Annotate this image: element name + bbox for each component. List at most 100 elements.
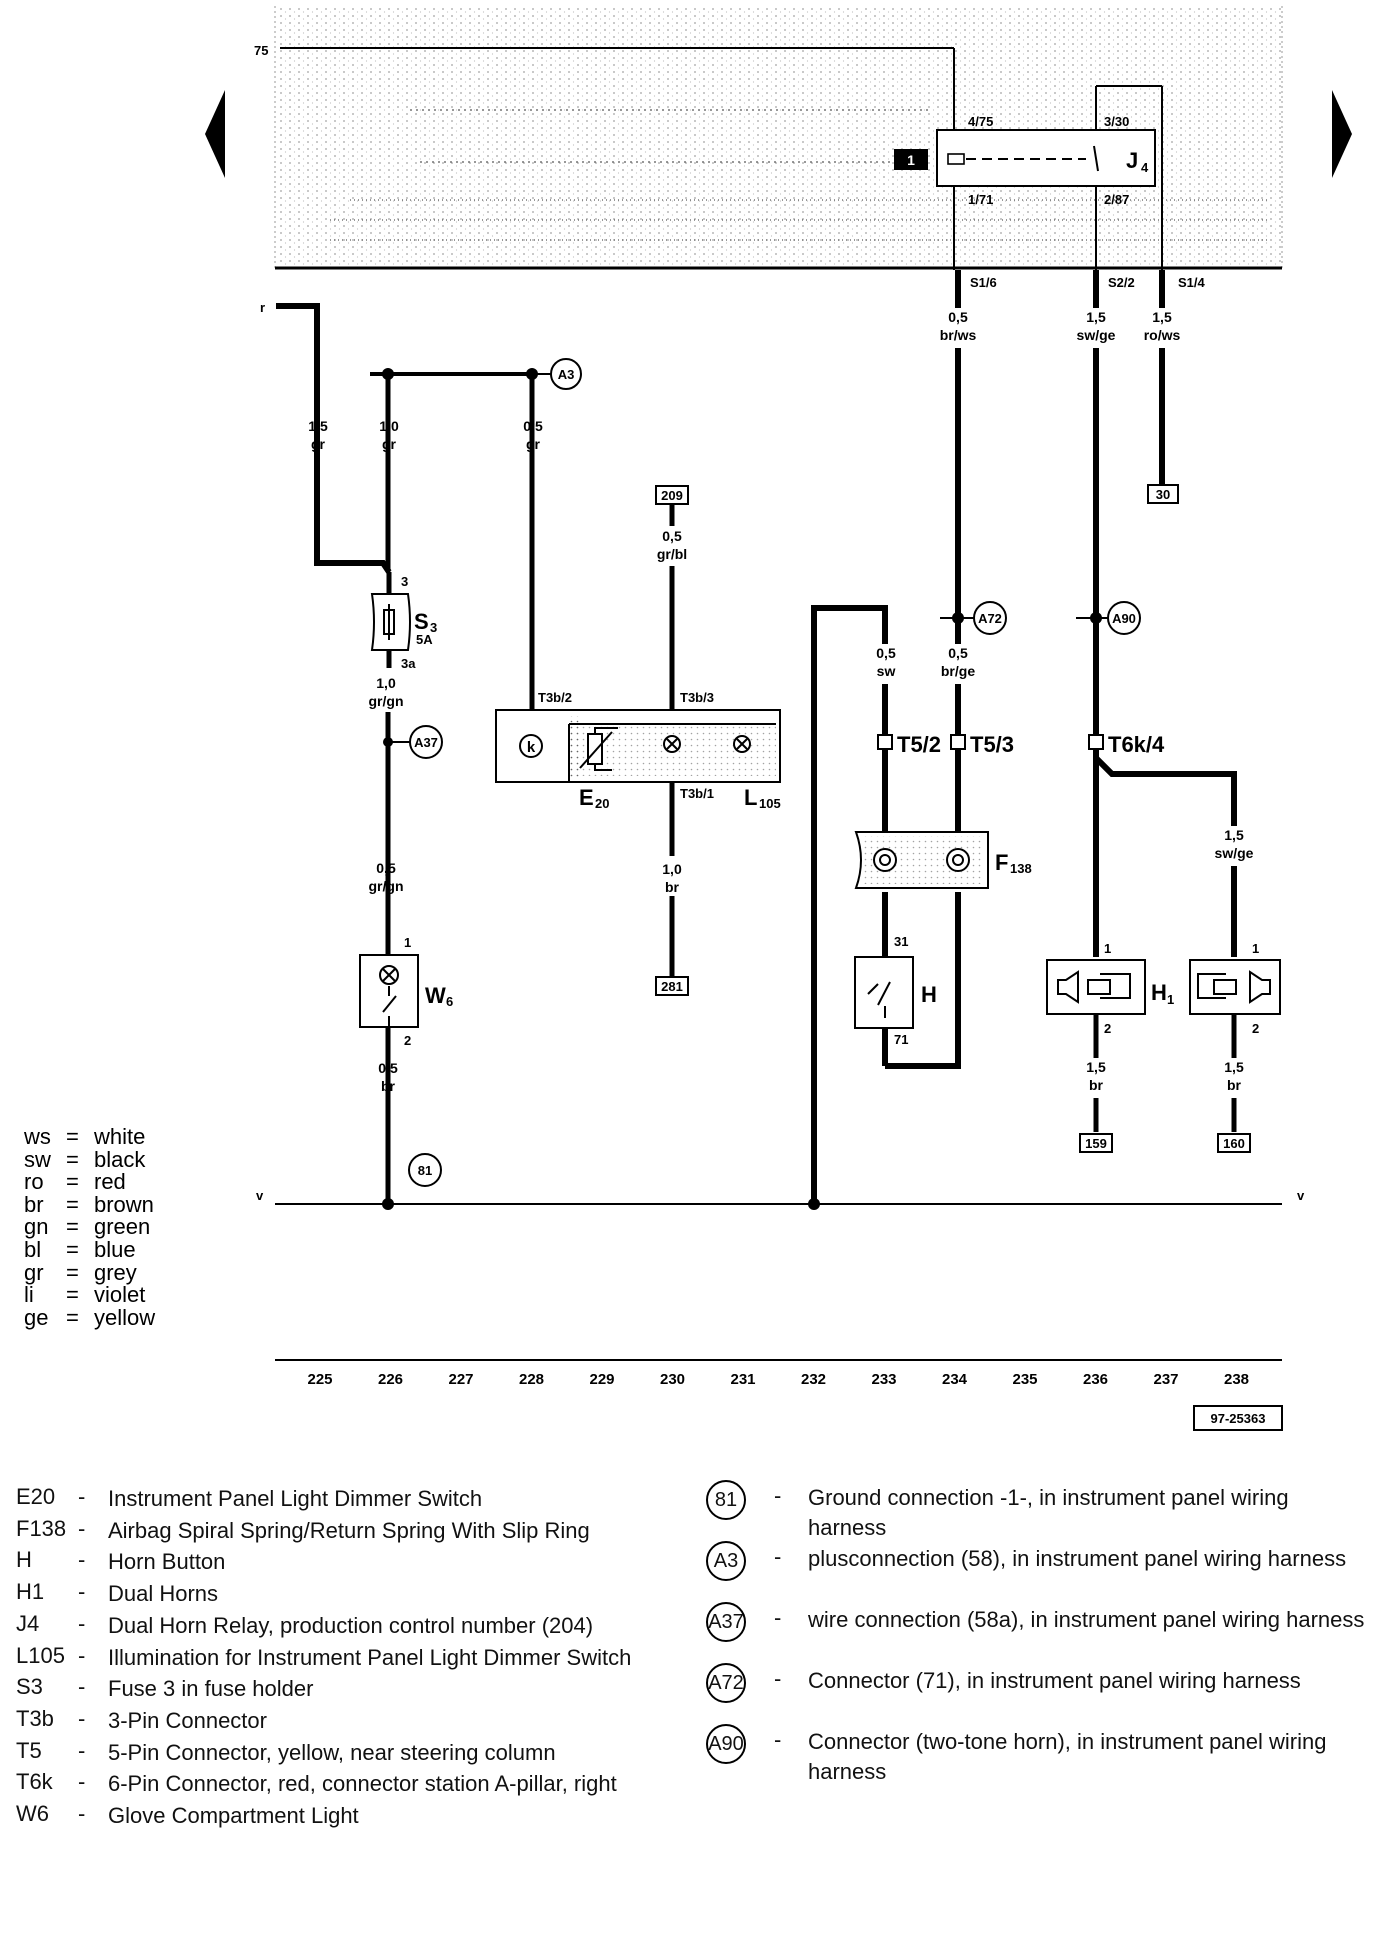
wire-s3-feed <box>276 303 392 574</box>
svg-text:6: 6 <box>446 994 453 1009</box>
connection-dash: - <box>774 1605 782 1630</box>
svg-text:A3: A3 <box>558 367 575 382</box>
svg-text:T5/2: T5/2 <box>897 732 941 757</box>
fuse-s3-name: S <box>414 609 429 634</box>
connection-node-icon: A90 <box>706 1724 746 1764</box>
component-code: W6 <box>16 1801 49 1827</box>
column-number: 233 <box>871 1371 896 1388</box>
component-dash: - <box>78 1674 86 1700</box>
component-code: T6k <box>16 1769 53 1795</box>
svg-text:3: 3 <box>430 620 437 635</box>
terminal-r-label: r <box>260 300 265 315</box>
component-dash: - <box>78 1515 86 1541</box>
component-dash: - <box>78 1610 86 1636</box>
connection-key-item: A3-plusconnection (58), in instrument pa… <box>706 1541 1376 1602</box>
component-description: 3-Pin Connector <box>108 1707 267 1733</box>
component-key-item: T3b-3-Pin Connector <box>16 1706 666 1736</box>
component-code: J4 <box>16 1610 40 1636</box>
ref-box-281 <box>655 976 689 996</box>
horn-button-h: H 31 71 <box>854 934 937 1047</box>
svg-text:gr/bl: gr/bl <box>657 546 687 562</box>
connection-key-item: A37-wire connection (58a), in instrument… <box>706 1602 1376 1663</box>
component-description: Dual Horn Relay, production control numb… <box>108 1612 594 1638</box>
connection-description: Connector (71), in instrument panel wiri… <box>808 1668 1301 1693</box>
column-number: 237 <box>1153 1371 1178 1388</box>
legend-row: ws=white <box>24 1126 155 1149</box>
h-name: H <box>921 982 937 1007</box>
svg-text:31: 31 <box>894 934 908 949</box>
svg-text:0,5: 0,5 <box>948 309 968 325</box>
svg-text:1,5: 1,5 <box>308 418 328 434</box>
svg-text:281: 281 <box>661 979 683 994</box>
legend-row: li=violet <box>24 1284 155 1307</box>
connection-key: 81-Ground connection -1-, in instrument … <box>706 1480 1376 1785</box>
legend-abbr: ro <box>24 1169 44 1195</box>
svg-text:0,5: 0,5 <box>948 645 968 661</box>
svg-text:T6k/4: T6k/4 <box>1108 732 1165 757</box>
connection-node-icon: A37 <box>706 1602 746 1642</box>
component-key-item: H1-Dual Horns <box>16 1579 666 1609</box>
node-81 <box>408 1153 442 1187</box>
component-key-item: F138-Airbag Spiral Spring/Return Spring … <box>16 1516 666 1546</box>
component-key: E20-Instrument Panel Light Dimmer Switch… <box>16 1484 666 1833</box>
next-page-arrow-icon[interactable] <box>1332 90 1352 178</box>
component-code: F138 <box>16 1515 67 1541</box>
svg-text:1,5: 1,5 <box>1086 309 1106 325</box>
svg-text:159: 159 <box>1085 1136 1107 1151</box>
node-a37 <box>409 725 443 759</box>
svg-text:1,5: 1,5 <box>1224 827 1244 843</box>
svg-text:20: 20 <box>595 796 609 811</box>
legend-row: ro=red <box>24 1171 155 1194</box>
svg-text:2: 2 <box>1104 1021 1111 1036</box>
relay-name: J <box>1126 148 1138 173</box>
column-number: 236 <box>1083 1371 1108 1388</box>
legend-abbr: gn <box>24 1214 49 1240</box>
legend-row: br=brown <box>24 1191 155 1217</box>
connection-dash: - <box>774 1544 782 1569</box>
svg-text:sw/ge: sw/ge <box>1077 327 1116 343</box>
legend-equals: = <box>66 1304 79 1330</box>
column-number: 228 <box>519 1371 544 1388</box>
component-key-item: T6k-6-Pin Connector, red, connector stat… <box>16 1769 666 1799</box>
svg-text:1,5: 1,5 <box>1152 309 1172 325</box>
ground-terminal-label-left: v <box>256 1188 264 1203</box>
svg-text:br: br <box>1227 1077 1242 1093</box>
ref-box-159 <box>1079 1133 1113 1153</box>
svg-text:81: 81 <box>418 1163 432 1178</box>
legend-meaning: yellow <box>94 1304 156 1330</box>
column-number: 227 <box>448 1371 473 1388</box>
legend-meaning: brown <box>94 1191 154 1217</box>
legend-row: gr=grey <box>24 1261 155 1285</box>
svg-text:1: 1 <box>404 935 411 950</box>
legend-meaning: violet <box>94 1282 146 1308</box>
component-key-item: L105-Illumination for Instrument Panel L… <box>16 1643 666 1673</box>
connector-t5: T5/2 T5/3 <box>877 732 1014 757</box>
svg-text:br: br <box>381 1078 396 1094</box>
svg-text:T3b/3: T3b/3 <box>680 690 714 705</box>
legend-equals: = <box>66 1214 79 1240</box>
component-description: Airbag Spiral Spring/Return Spring With … <box>108 1517 590 1543</box>
legend-abbr: li <box>24 1282 34 1308</box>
svg-text:0,5: 0,5 <box>876 645 896 661</box>
svg-text:1/71: 1/71 <box>968 192 993 207</box>
legend-equals: = <box>66 1236 79 1262</box>
legend-abbr: ge <box>24 1304 49 1330</box>
connection-key-item: A72-Connector (71), in instrument panel … <box>706 1663 1376 1724</box>
column-number: 235 <box>1012 1371 1037 1388</box>
svg-text:71: 71 <box>894 1032 908 1047</box>
connection-description: Ground connection -1-, in instrument pan… <box>808 1485 1289 1540</box>
previous-page-arrow-icon[interactable] <box>205 90 225 178</box>
legend-meaning: blue <box>94 1236 136 1262</box>
component-dash: - <box>78 1642 86 1668</box>
svg-text:4: 4 <box>1141 160 1149 175</box>
svg-text:209: 209 <box>661 488 683 503</box>
svg-text:0,5: 0,5 <box>523 418 543 434</box>
svg-text:5A: 5A <box>416 632 433 647</box>
w6-name: W <box>425 983 446 1008</box>
f138-name: F <box>995 850 1008 875</box>
dimmer-switch-e20-l105: k E 20 L 105 T3b/2 T3b/3 T3b/1 <box>495 690 781 811</box>
component-description: 5-Pin Connector, yellow, near steering c… <box>108 1739 556 1765</box>
legend-abbr: br <box>24 1191 44 1217</box>
